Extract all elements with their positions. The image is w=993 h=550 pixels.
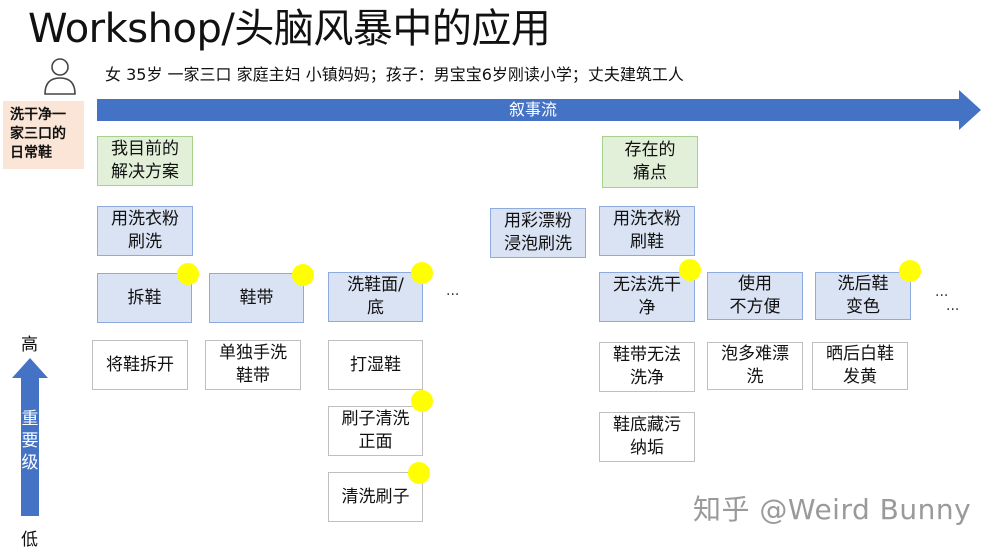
narrative-flow-arrow <box>97 90 981 130</box>
vote-dot <box>411 262 433 284</box>
vote-dot <box>408 462 430 484</box>
vote-dot <box>411 390 433 412</box>
pain-card: 无法洗干 净 <box>599 272 695 322</box>
card-text: 打湿鞋 <box>350 354 401 375</box>
context-text: 洗干净一 家三口的 日常鞋 <box>10 107 66 161</box>
detail-card: 鞋底藏污 纳垢 <box>599 412 695 462</box>
card-text: 用洗衣粉 刷鞋 <box>613 209 681 252</box>
card-text: 使用 不方便 <box>729 274 781 317</box>
axis-title: 重 要 级 <box>21 409 39 473</box>
persona-description: 女 35岁 一家三口 家庭主妇 小镇妈妈；孩子：男宝宝6岁刚读小学；丈夫建筑工人 <box>105 65 684 84</box>
detail-card: 将鞋拆开 <box>92 340 188 390</box>
card-text: 刷子清洗 正面 <box>341 409 410 452</box>
card-text: 拆鞋 <box>127 287 162 308</box>
detail-card: 晒后白鞋 发黄 <box>812 342 908 390</box>
narrative-flow-label: 叙事流 <box>508 100 557 119</box>
card-text: 鞋带 <box>239 287 274 308</box>
card-text: 用洗衣粉 刷洗 <box>111 209 179 252</box>
pain-card: 使用 不方便 <box>707 272 803 320</box>
card-text: 存在的 痛点 <box>624 140 676 183</box>
step-card: 拆鞋 <box>97 273 192 323</box>
card-text: 我目前的 解决方案 <box>111 139 179 182</box>
card-text: 清洗刷子 <box>341 486 410 507</box>
card-text: 将鞋拆开 <box>106 354 174 375</box>
solutions-header-card: 我目前的 解决方案 <box>97 136 193 186</box>
card-text: 用彩漂粉 浸泡刷洗 <box>504 211 572 254</box>
ellipsis: ... <box>935 284 949 300</box>
vote-dot <box>679 259 701 281</box>
watermark: 知乎 @Weird Bunny <box>693 493 972 526</box>
vote-dot <box>177 263 199 285</box>
vote-dot <box>292 264 314 286</box>
ellipsis: ... <box>446 283 460 299</box>
detail-card: 泡多难漂 洗 <box>707 342 803 390</box>
solution-card: 用洗衣粉 刷洗 <box>97 206 193 256</box>
card-text: 晒后白鞋 发黄 <box>826 344 894 387</box>
detail-card: 单独手洗 鞋带 <box>205 340 301 390</box>
detail-card: 鞋带无法 洗净 <box>599 342 695 392</box>
page-title: Workshop/头脑风暴中的应用 <box>28 6 551 52</box>
card-text: 洗鞋面/ 底 <box>347 275 404 318</box>
pain-points-header-card: 存在的 痛点 <box>602 136 698 188</box>
step-card: 洗鞋面/ 底 <box>328 272 423 322</box>
axis-high-label: 高 <box>21 335 38 355</box>
context-label: 洗干净一 家三口的 日常鞋 <box>3 101 84 169</box>
card-text: 洗后鞋 变色 <box>837 274 889 317</box>
card-text: 鞋带无法 洗净 <box>613 345 681 388</box>
axis-low-label: 低 <box>21 530 38 550</box>
detail-card: 刷子清洗 正面 <box>328 406 423 456</box>
card-text: 无法洗干 净 <box>613 275 681 318</box>
ellipsis: ... <box>946 298 960 314</box>
solution-card: 用彩漂粉 浸泡刷洗 <box>490 208 586 258</box>
step-card: 鞋带 <box>209 273 304 323</box>
detail-card: 打湿鞋 <box>328 340 423 390</box>
card-text: 泡多难漂 洗 <box>721 344 789 387</box>
pain-card: 洗后鞋 变色 <box>815 272 911 320</box>
card-text: 单独手洗 鞋带 <box>219 343 287 386</box>
solution-card: 用洗衣粉 刷鞋 <box>599 206 695 256</box>
detail-card: 清洗刷子 <box>328 472 423 522</box>
card-text: 鞋底藏污 纳垢 <box>613 415 681 458</box>
person-icon <box>44 58 76 95</box>
importance-axis-arrow <box>12 358 48 516</box>
vote-dot <box>899 260 921 282</box>
